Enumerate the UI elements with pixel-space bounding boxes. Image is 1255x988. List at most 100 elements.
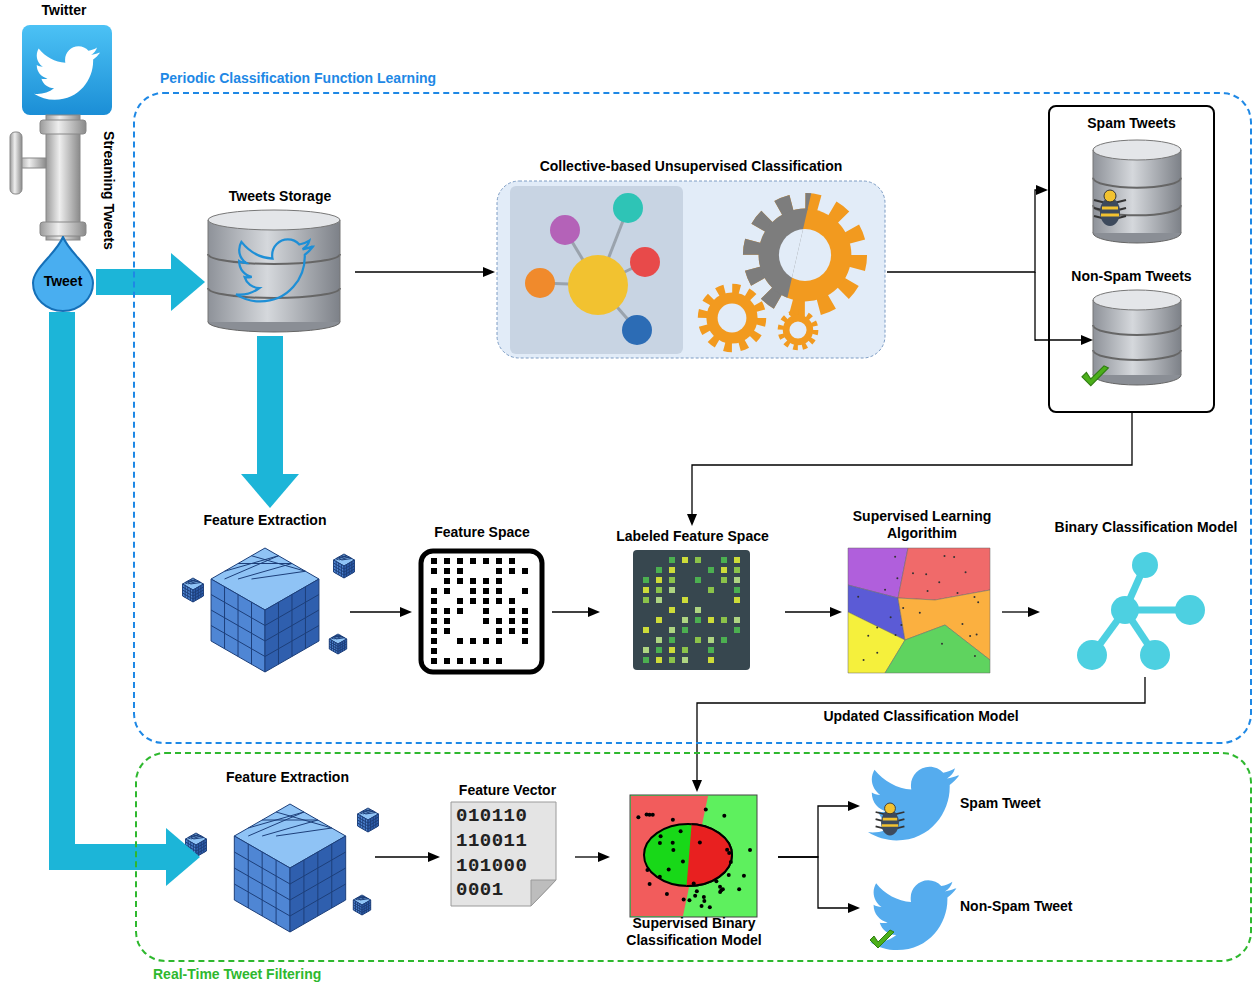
gear-body: [759, 209, 852, 302]
feature-grid-frame: [421, 551, 542, 672]
labeled-cell: [682, 617, 688, 623]
sample-dot: [957, 592, 959, 594]
cube-grid: [290, 884, 346, 916]
cube-grid: [329, 644, 338, 649]
node-label: Binary Classification Model: [1040, 519, 1252, 536]
labeled-cell: [734, 627, 740, 633]
cube-grid: [351, 562, 352, 574]
labeled-cell: [734, 557, 740, 563]
database-side: [1181, 300, 1182, 375]
labeled-cell: [643, 627, 649, 633]
database-band: [1093, 350, 1181, 360]
bug-icon: [876, 803, 905, 835]
feature-cell: [457, 568, 463, 574]
cube-grid: [196, 845, 206, 851]
cube-grid: [338, 647, 347, 652]
flow-arrow: [692, 413, 1132, 514]
cube-grid: [368, 901, 369, 911]
sample-dot: [714, 879, 718, 883]
cube-grid: [193, 844, 194, 856]
molecule-atom: [550, 215, 580, 245]
cube-grid: [265, 626, 319, 657]
flow-arrow: [887, 190, 1036, 272]
feature-cell: [431, 558, 437, 564]
node-label: Non-Spam Tweets: [1050, 268, 1213, 285]
database-band: [208, 288, 340, 298]
gear-body: [759, 209, 852, 302]
output-node: Non-Spam Tweet: [860, 868, 1110, 952]
labeled-cell: [695, 637, 701, 643]
sample-dot: [965, 571, 967, 573]
feature-cell: [457, 608, 463, 614]
sample-dot: [671, 848, 675, 852]
cube-grid: [335, 643, 336, 653]
labeled-cell: [669, 587, 675, 593]
flow-arrow: [778, 806, 848, 857]
cube-grid: [203, 841, 204, 853]
node-label: Spam Tweets: [1050, 115, 1213, 132]
labeled-cell: [643, 597, 649, 603]
bug-head: [885, 803, 896, 814]
gear-hole: [779, 229, 831, 281]
class-boundary: [644, 824, 732, 886]
cube-grid: [193, 590, 203, 596]
sample-dot: [961, 623, 963, 625]
molecule-atom: [525, 268, 555, 298]
gear-body: [783, 315, 813, 345]
labeled-cell: [721, 567, 727, 573]
stream-arrow: [62, 312, 166, 857]
cube-grid: [368, 820, 378, 826]
labeled-cell: [695, 557, 701, 563]
labeled-cell: [695, 607, 701, 613]
cube-grid: [186, 845, 196, 851]
feature-cell: [509, 628, 515, 634]
labeled-cell: [734, 617, 740, 623]
labeled-cell: [708, 617, 714, 623]
sample-dot: [671, 818, 675, 822]
labeled-cell: [656, 617, 662, 623]
data-cube-small: [186, 833, 207, 857]
branch-line: [1035, 272, 1036, 340]
tree-node: [1140, 640, 1170, 670]
sample-dot: [896, 577, 898, 579]
cube-grid: [185, 580, 195, 585]
feature-cell: [522, 618, 528, 624]
learning-region: Periodic Classification Function Learnin…: [133, 92, 1252, 744]
cube-face: [234, 836, 290, 932]
cube-grid: [336, 556, 346, 561]
sample-dot: [636, 815, 640, 819]
sample-dot: [648, 813, 652, 817]
node-label: Feature Extraction: [200, 769, 375, 786]
node-label: Non-Spam Tweet: [960, 898, 1073, 915]
labeled-cell: [669, 637, 675, 643]
feature-cell: [496, 558, 502, 564]
twitter-bird: [34, 46, 100, 99]
labeled-cell: [721, 617, 727, 623]
node-label: Tweet: [30, 273, 96, 290]
edge-label: Updated Classification Model: [820, 708, 1021, 725]
flow-arrow: [697, 677, 1145, 780]
cube-face: [338, 639, 347, 654]
node-label: Labeled Feature Space: [600, 528, 785, 545]
gear: [752, 202, 859, 309]
sample-dot: [704, 808, 708, 812]
source-icon: Twitter: [14, 2, 114, 116]
data-cube-small: [329, 634, 346, 654]
feature-cell: [431, 648, 437, 654]
stream-label: Streaming Tweets: [100, 126, 117, 256]
feature-cell: [483, 588, 489, 594]
sample-dot: [900, 624, 902, 626]
labeled-cell: [656, 577, 662, 583]
sample-dot: [974, 655, 976, 657]
feature-cell: [444, 568, 450, 574]
labeled-cell: [643, 587, 649, 593]
feature-cell: [509, 598, 515, 604]
sample-dot: [977, 601, 979, 603]
labeled-cell: [695, 617, 701, 623]
flow-arrow: [1002, 611, 1028, 612]
cube-grid: [360, 810, 370, 815]
bug-icon: [1094, 190, 1126, 226]
